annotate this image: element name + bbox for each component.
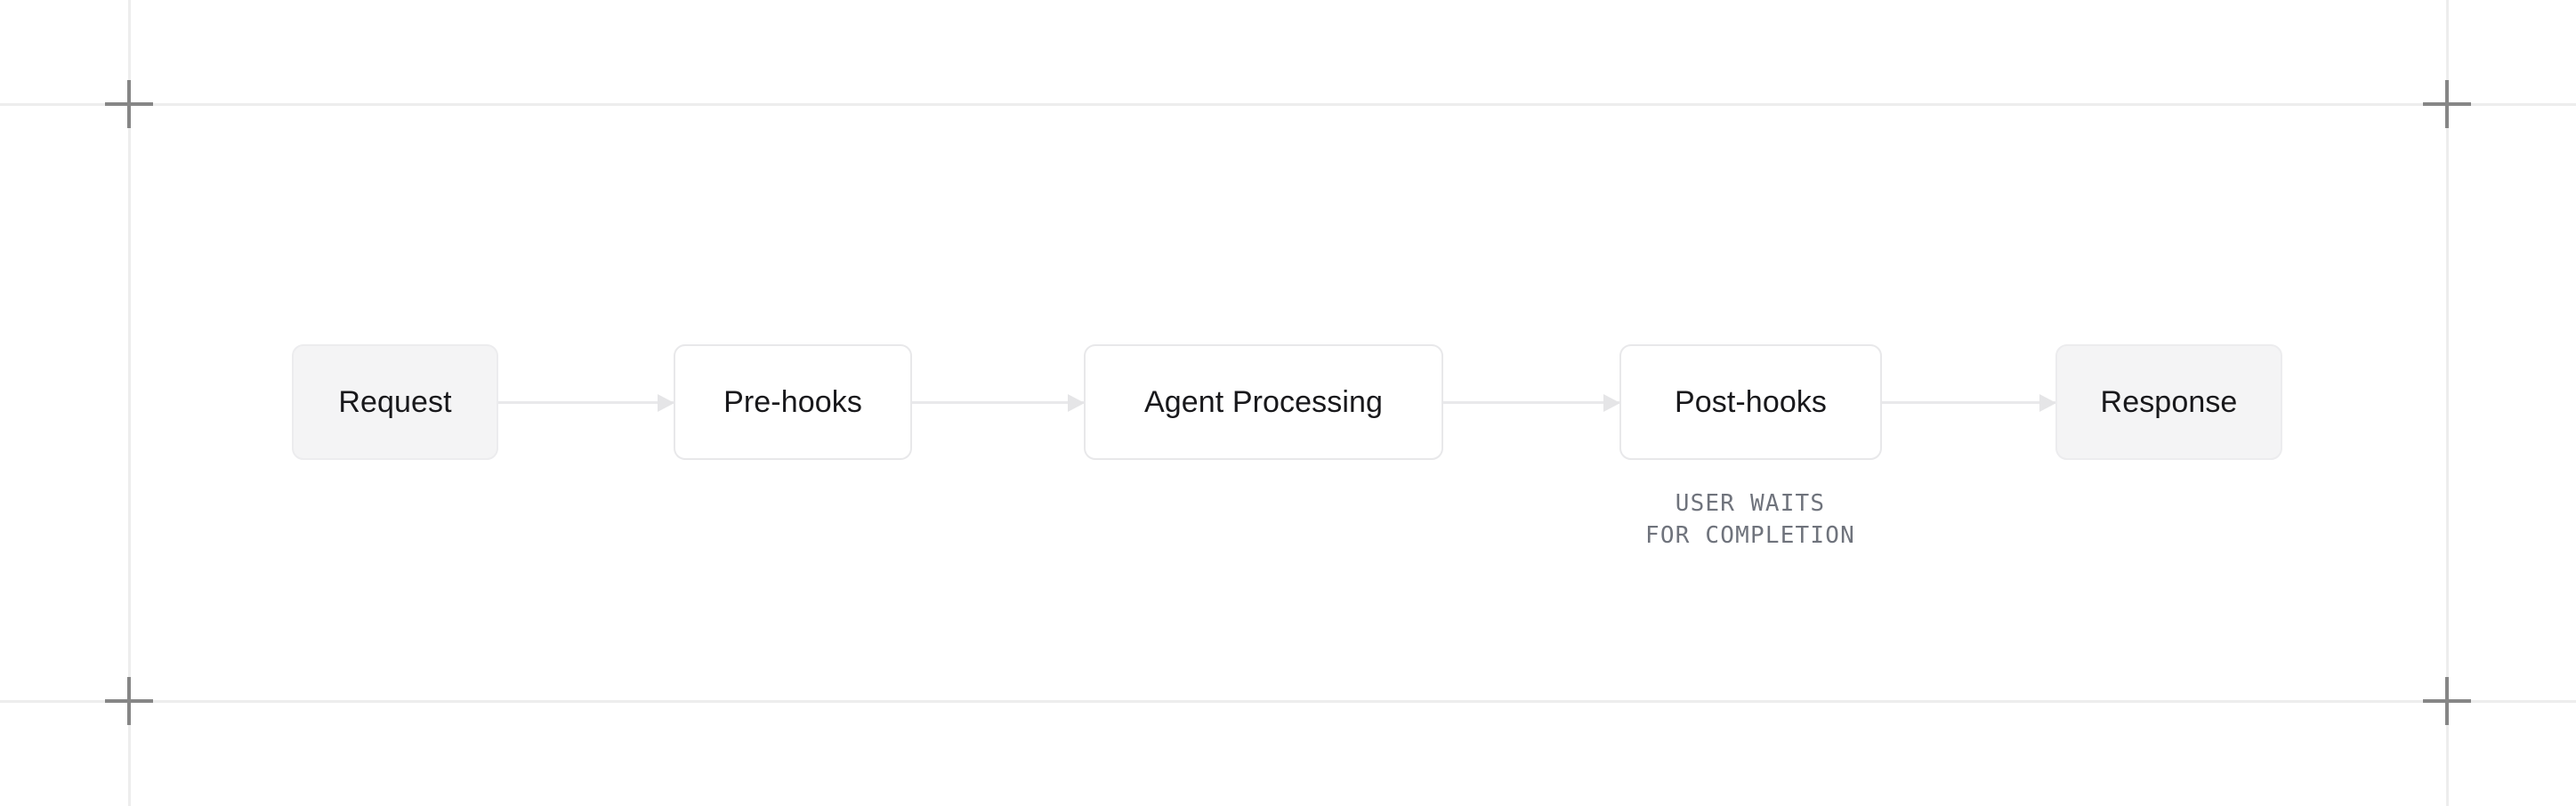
node-request-label: Request bbox=[338, 385, 452, 419]
guide-line-vertical-left bbox=[128, 0, 131, 806]
node-pre-hooks-label: Pre-hooks bbox=[723, 385, 862, 419]
arrowhead-icon bbox=[1603, 393, 1620, 412]
user-waits-annotation-line-2: FOR COMPLETION bbox=[1645, 522, 1855, 549]
node-post-hooks-label: Post-hooks bbox=[1674, 385, 1828, 419]
crosshair-top-right-icon bbox=[2423, 80, 2471, 128]
guide-line-horizontal-top bbox=[0, 103, 2576, 106]
node-request[interactable]: Request bbox=[292, 344, 498, 460]
crosshair-top-left-icon bbox=[105, 80, 153, 128]
node-agent-processing[interactable]: Agent Processing bbox=[1084, 344, 1443, 460]
edge-post-hooks-to-response bbox=[1882, 393, 2056, 412]
node-response-label: Response bbox=[2100, 385, 2238, 419]
node-agent-processing-label: Agent Processing bbox=[1143, 385, 1384, 419]
crosshair-bottom-right-icon bbox=[2423, 677, 2471, 725]
user-waits-annotation-line-1: USER WAITS bbox=[1675, 490, 1826, 517]
crosshair-bottom-left-icon bbox=[105, 677, 153, 725]
edge-agent-processing-to-post-hooks bbox=[1443, 393, 1620, 412]
edge-pre-hooks-to-agent-processing bbox=[912, 393, 1085, 412]
arrowhead-icon bbox=[1068, 393, 1085, 412]
guide-line-horizontal-bottom bbox=[0, 700, 2576, 703]
user-waits-annotation: USER WAITS FOR COMPLETION bbox=[1645, 488, 1855, 552]
edge-request-to-pre-hooks bbox=[498, 393, 674, 412]
arrowhead-icon bbox=[2039, 393, 2056, 412]
node-pre-hooks[interactable]: Pre-hooks bbox=[674, 344, 912, 460]
node-response[interactable]: Response bbox=[2055, 344, 2282, 460]
arrowhead-icon bbox=[658, 393, 674, 412]
node-post-hooks[interactable]: Post-hooks bbox=[1619, 344, 1882, 460]
guide-line-vertical-right bbox=[2446, 0, 2449, 806]
